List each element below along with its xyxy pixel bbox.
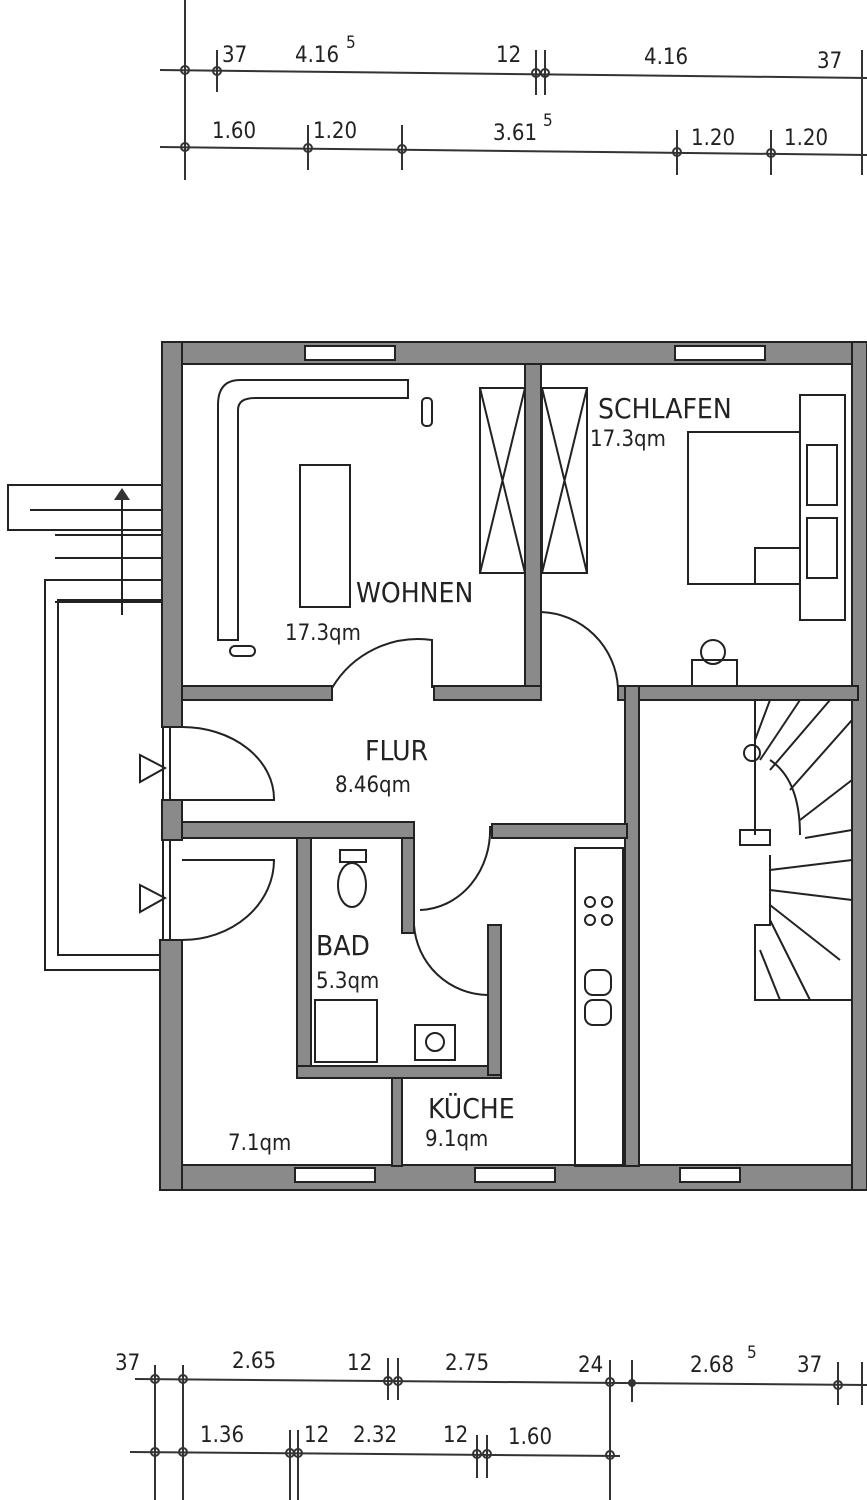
- dim-label: 12: [304, 1423, 329, 1448]
- dim-label: 2.32: [353, 1423, 397, 1448]
- dim-label: 12: [347, 1351, 372, 1376]
- room-name-bad: BAD: [316, 929, 370, 962]
- dim-label: 1.20: [313, 119, 357, 144]
- interior-stair: [739, 699, 853, 1001]
- room-area-kueche: 9.1qm: [425, 1127, 488, 1152]
- dim-label: 4.16: [295, 43, 339, 68]
- dim-superscript: 5: [346, 33, 356, 53]
- room-name-schlafen: SCHLAFEN: [598, 392, 732, 425]
- dim-label: 1.36: [200, 1423, 244, 1448]
- dim-label: 37: [222, 43, 247, 68]
- dim-label: 1.20: [784, 126, 828, 151]
- dim-label: 24: [578, 1353, 603, 1378]
- room-area-flur: 8.46qm: [335, 773, 411, 798]
- entrance-stairs: [7, 484, 180, 615]
- dim-superscript: 5: [543, 111, 553, 131]
- room-area-wohnen: 17.3qm: [285, 621, 361, 646]
- room-name-kueche: KÜCHE: [428, 1091, 515, 1125]
- room-area-bad: 5.3qm: [316, 969, 379, 994]
- dim-label: 12: [496, 43, 521, 68]
- dim-label: 4.16: [644, 45, 688, 70]
- terrace: [44, 579, 171, 971]
- furniture: [217, 379, 846, 1167]
- walls: [159, 341, 867, 1191]
- dim-label: 1.20: [691, 126, 735, 151]
- dim-label: 2.68: [690, 1353, 734, 1378]
- doors: [181, 611, 619, 996]
- windows: [294, 345, 766, 1183]
- room-area-7qm: 7.1qm: [228, 1131, 291, 1156]
- dim-label: 37: [115, 1351, 140, 1376]
- dim-label: 3.61: [493, 121, 537, 146]
- dim-label: 1.60: [508, 1425, 552, 1450]
- dim-label: 1.60: [212, 119, 256, 144]
- dimension-chain-top: 37 4.16 5 12 4.16 37 1.60 1.20 3.61 5 1.…: [159, 0, 867, 180]
- dim-label: 2.65: [232, 1349, 276, 1374]
- room-name-wohnen: WOHNEN: [356, 576, 473, 609]
- dim-superscript: 5: [747, 1343, 757, 1363]
- room-area-schlafen: 17.3qm: [590, 427, 666, 452]
- dim-label: 37: [797, 1353, 822, 1378]
- dim-label: 12: [443, 1423, 468, 1448]
- dim-label: 37: [817, 49, 842, 74]
- room-name-flur: FLUR: [365, 734, 428, 767]
- dimension-chain-bottom: 37 2.65 12 2.75 24 2.68 5 37 1.36 12 2.3…: [115, 1343, 867, 1500]
- dim-label: 2.75: [445, 1351, 489, 1376]
